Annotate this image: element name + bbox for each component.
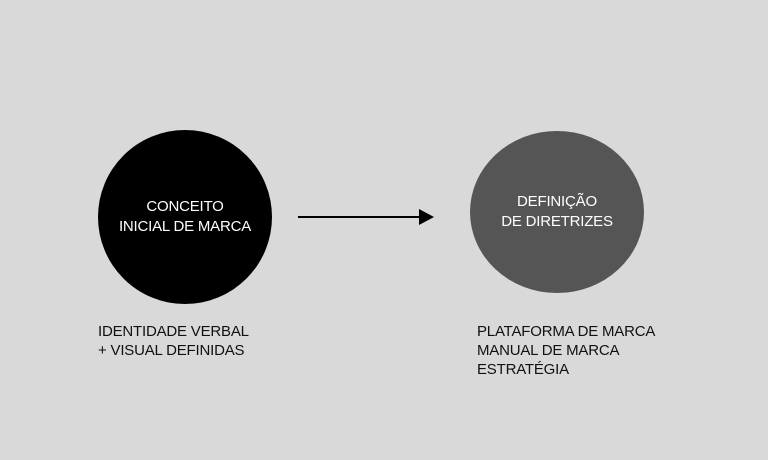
caption-line: MANUAL DE MARCA — [477, 342, 620, 359]
node-label: CONCEITO INICIAL DE MARCA — [119, 197, 251, 237]
caption-plataforma: PLATAFORMA DE MARCA MANUAL DE MARCA ESTR… — [477, 322, 655, 379]
caption-line: PLATAFORMA DE MARCA — [477, 323, 656, 340]
caption-line: + VISUAL DEFINIDAS — [98, 342, 245, 359]
node-definicao-diretrizes: DEFINIÇÃO DE DIRETRIZES — [470, 131, 644, 293]
caption-line: IDENTIDADE VERBAL — [98, 323, 249, 340]
node-label-line: DEFINIÇÃO — [517, 193, 597, 210]
node-label: DEFINIÇÃO DE DIRETRIZES — [501, 192, 613, 232]
node-conceito-inicial: CONCEITO INICIAL DE MARCA — [98, 130, 272, 304]
arrow-connector — [298, 209, 434, 225]
arrow-head-icon — [419, 209, 434, 225]
node-label-line: DE DIRETRIZES — [501, 213, 613, 230]
caption-line: ESTRATÉGIA — [477, 361, 569, 378]
caption-identidade: IDENTIDADE VERBAL + VISUAL DEFINIDAS — [98, 322, 249, 360]
node-label-line: CONCEITO — [146, 198, 224, 215]
node-label-line: INICIAL DE MARCA — [118, 218, 252, 235]
